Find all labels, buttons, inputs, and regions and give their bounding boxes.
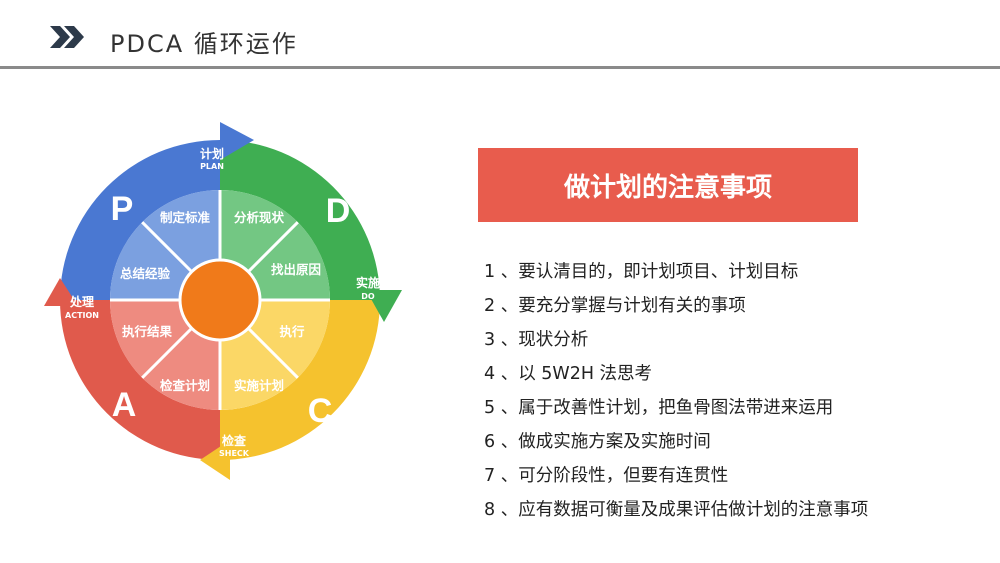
segment-label: 实施计划 [234, 378, 284, 393]
phase-letter-c: C [308, 392, 333, 430]
list-item: 4 、以 5W2H 法思考 [484, 364, 653, 384]
phase-name-check: 检查 [222, 433, 247, 448]
segment-label: 执行 [279, 324, 305, 339]
phase-letter-p: P [111, 190, 134, 228]
phase-letter-d: D [326, 192, 351, 230]
list-item: 3 、现状分析 [484, 330, 589, 350]
plan-ring [60, 140, 220, 300]
do-arrow [366, 290, 402, 322]
segment-label: 检查计划 [160, 378, 210, 393]
phase-letter-a: A [112, 386, 137, 424]
header-divider [0, 66, 1000, 69]
phase-name-do: 实施 [356, 275, 380, 290]
center-hub [178, 258, 262, 342]
phase-en-do: DO [361, 292, 375, 301]
segment-label: 总结经验 [120, 266, 171, 281]
phase-en-check: SHECK [219, 449, 250, 458]
segment-label: 制定标准 [160, 210, 211, 225]
phase-en-action: ACTION [65, 311, 99, 320]
page-title: PDCA 循环运作 [110, 30, 298, 58]
check-arrow [200, 440, 230, 480]
phase-name-plan: 计划 [200, 146, 224, 161]
action-ring [60, 300, 220, 460]
phase-name-action: 处理 [69, 294, 94, 309]
list-item: 2 、要充分掌握与计划有关的事项 [484, 296, 746, 316]
list-item: 6 、做成实施方案及实施时间 [484, 432, 711, 452]
check-ring [220, 300, 380, 460]
do-ring [220, 140, 380, 300]
header: PDCA 循环运作 [0, 0, 1000, 69]
list-item: 5 、属于改善性计划，把鱼骨图法带进来运用 [484, 398, 834, 418]
action-arrow [44, 278, 78, 306]
segment-label: 执行结果 [122, 324, 173, 339]
plan-arrow [220, 122, 254, 160]
notes-title: 做计划的注意事项 [563, 172, 772, 203]
notes-list: 1 、要认清目的，即计划项目、计划目标 2 、要充分掌握与计划有关的事项 3 、… [484, 262, 868, 534]
pdca-cycle-diagram: P D C A 计划 PLAN 实施 DO 检查 SHECK 处理 ACTION… [44, 122, 402, 480]
list-item: 7 、可分阶段性，但要有连贯性 [484, 466, 729, 486]
segment-label: 分析现状 [234, 210, 285, 225]
chevron-right-icon [50, 26, 84, 48]
segment-label: 找出原因 [271, 262, 321, 277]
notes-title-banner: 做计划的注意事项 [478, 148, 858, 222]
list-item: 1 、要认清目的，即计划项目、计划目标 [484, 262, 799, 282]
list-item: 8 、应有数据可衡量及成果评估做计划的注意事项 [484, 500, 869, 520]
phase-en-plan: PLAN [200, 162, 224, 171]
